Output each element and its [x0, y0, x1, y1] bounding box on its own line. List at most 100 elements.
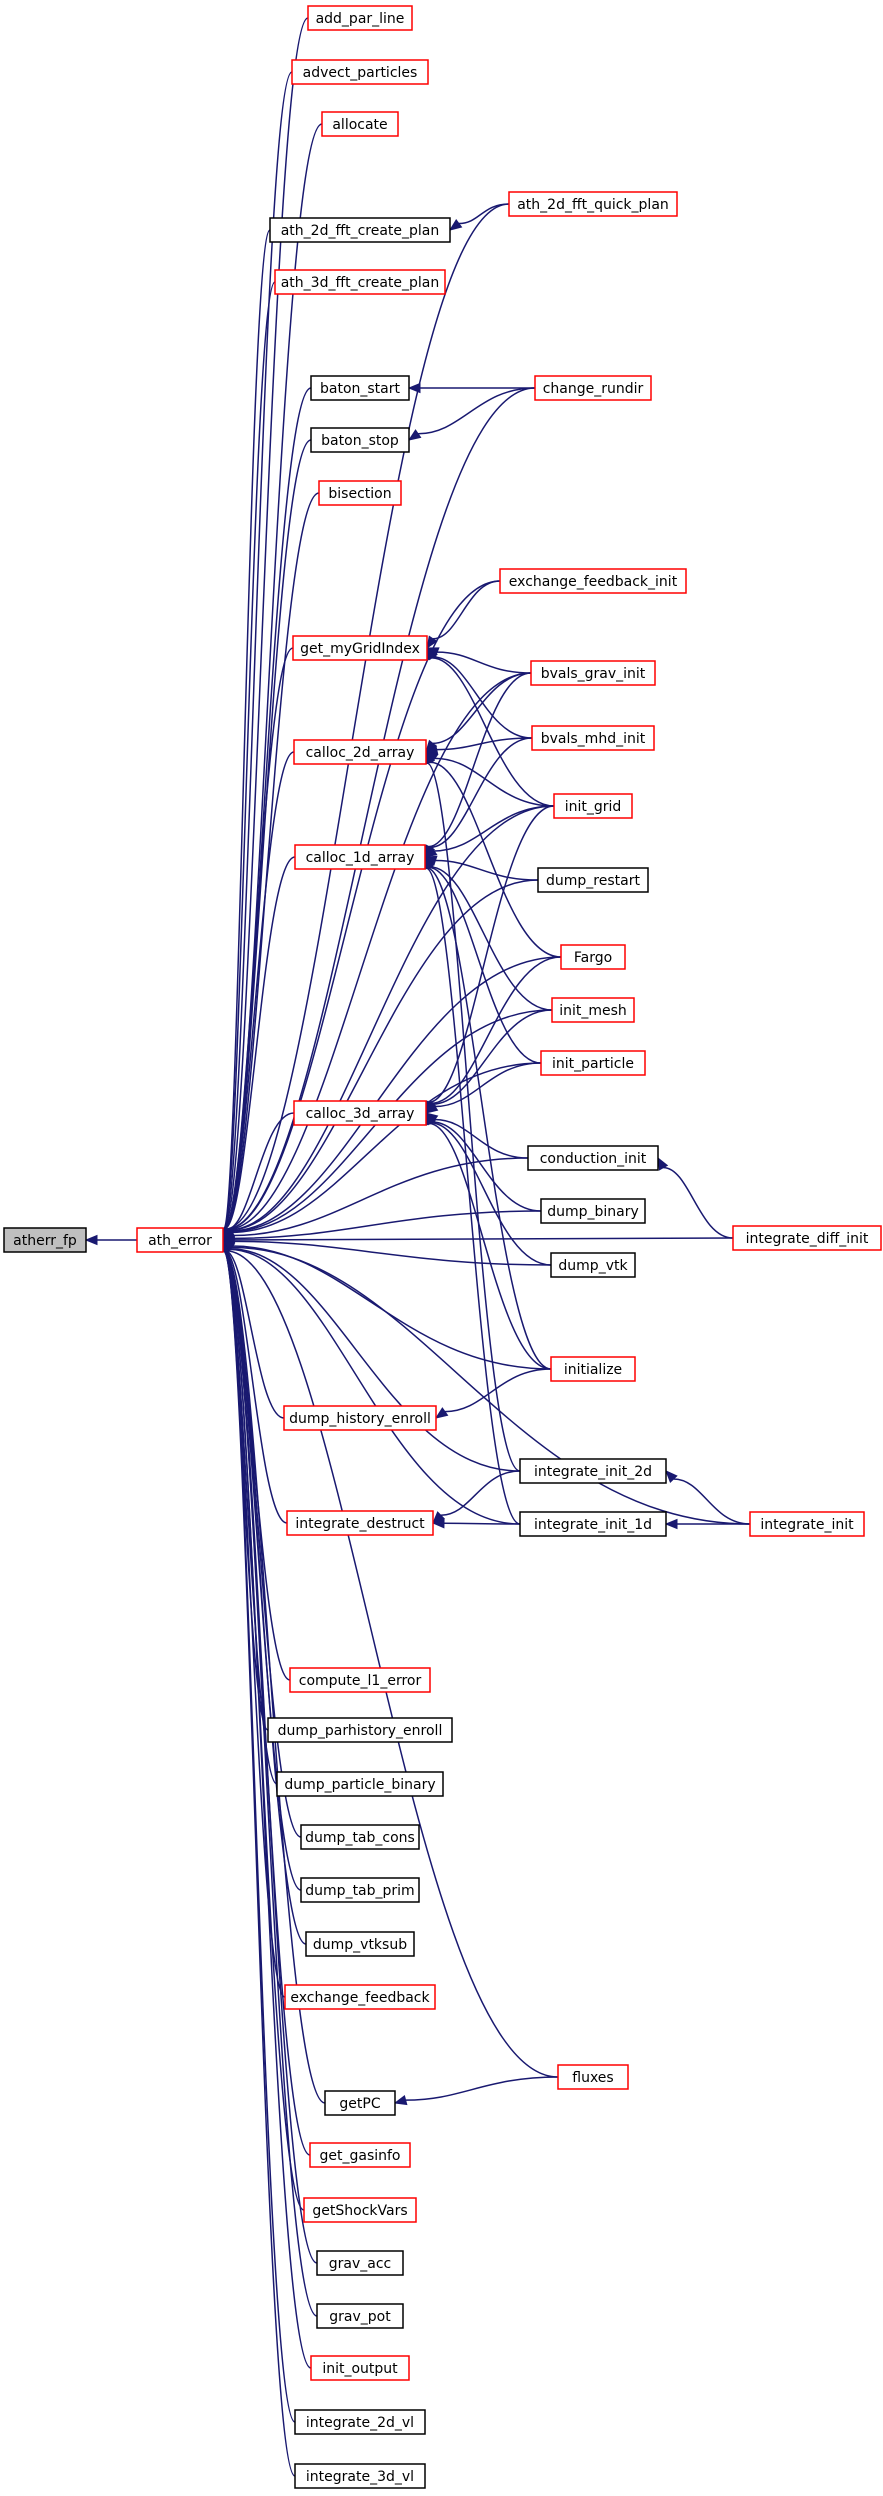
edge-line	[233, 1237, 734, 1241]
edge-line	[223, 856, 296, 1230]
node-dump-particle-binary[interactable]: dump_particle_binary	[276, 1771, 444, 1797]
node-initialize[interactable]: initialize	[550, 1356, 636, 1382]
node-integrate-diff-init[interactable]: integrate_diff_init	[732, 1225, 882, 1251]
node-change-rundir[interactable]: change_rundir	[534, 375, 652, 401]
node-bvals-grav-init[interactable]: bvals_grav_init	[530, 660, 656, 686]
node-dump-restart[interactable]: dump_restart	[537, 867, 649, 893]
node-getpc[interactable]: getPC	[324, 2090, 396, 2116]
node-label: exchange_feedback_init	[509, 574, 678, 590]
edge-line	[426, 867, 552, 1370]
edge-line	[405, 2076, 559, 2101]
node-grav-acc[interactable]: grav_acc	[316, 2250, 404, 2276]
node-integrate-destruct[interactable]: integrate_destruct	[286, 1510, 434, 1536]
node-label: dump_tab_prim	[305, 1883, 414, 1899]
node-label: dump_binary	[547, 1204, 639, 1220]
edge-line	[229, 1247, 521, 1472]
edge-initialize-to-calloc-3d-array	[424, 1111, 552, 1370]
node-getshockvars[interactable]: getShockVars	[303, 2197, 417, 2223]
node-label: change_rundir	[543, 381, 644, 397]
node-dump-history-enroll[interactable]: dump_history_enroll	[283, 1405, 437, 1431]
node-dump-tab-cons[interactable]: dump_tab_cons	[300, 1824, 420, 1850]
node-calloc-1d-array[interactable]: calloc_1d_array	[294, 844, 426, 870]
node-label: getPC	[339, 2096, 380, 2112]
edge-line	[233, 1210, 542, 1240]
node-ath-error[interactable]: ath_error	[136, 1227, 224, 1253]
node-integrate-init-1d[interactable]: integrate_init_1d	[519, 1511, 667, 1537]
node-ath-2d-fft-create-plan[interactable]: ath_2d_fft_create_plan	[269, 217, 451, 243]
node-get-gasinfo[interactable]: get_gasinfo	[309, 2142, 411, 2168]
node-baton-start[interactable]: baton_start	[310, 375, 410, 401]
node-box	[291, 59, 429, 85]
edge-line	[222, 281, 276, 1230]
node-box	[293, 739, 427, 765]
node-atherr-fp: atherr_fp	[3, 1227, 87, 1253]
node-ath-3d-fft-create-plan[interactable]: ath_3d_fft_create_plan	[274, 269, 446, 295]
node-dump-binary[interactable]: dump_binary	[540, 1198, 646, 1224]
node-bisection[interactable]: bisection	[318, 480, 402, 506]
node-calloc-3d-array[interactable]: calloc_3d_array	[293, 1100, 427, 1126]
edge-integrate-init-2d-to-ath-error	[222, 1238, 521, 1472]
node-init-mesh[interactable]: init_mesh	[551, 997, 635, 1023]
edge-integrate-init-to-integrate-init-2d	[665, 1470, 751, 1525]
node-advect-particles[interactable]: advect_particles	[291, 59, 429, 85]
node-fargo[interactable]: Fargo	[560, 944, 626, 970]
node-box	[540, 1050, 646, 1076]
node-box	[560, 944, 626, 970]
node-integrate-init[interactable]: integrate_init	[749, 1511, 865, 1537]
node-label: exchange_feedback	[290, 1990, 430, 2006]
node-label: calloc_2d_array	[306, 745, 415, 761]
node-label: bvals_grav_init	[541, 666, 646, 682]
edge-line	[429, 866, 553, 1011]
node-init-output[interactable]: init_output	[310, 2355, 410, 2381]
node-integrate-3d-vl[interactable]: integrate_3d_vl	[294, 2463, 426, 2489]
node-dump-vtksub[interactable]: dump_vtksub	[305, 1931, 415, 1957]
node-add-par-line[interactable]: add_par_line	[307, 5, 413, 31]
node-fluxes[interactable]: fluxes	[557, 2064, 629, 2090]
edge-line	[428, 866, 542, 1064]
node-exchange-feedback[interactable]: exchange_feedback	[284, 1984, 436, 2010]
node-label: calloc_3d_array	[306, 1106, 415, 1122]
node-box	[550, 1356, 636, 1382]
node-box	[527, 1145, 659, 1171]
node-label: fluxes	[572, 2070, 613, 2086]
edge-exchange-feedback-init-to-get-mygridindex	[426, 580, 501, 650]
node-allocate[interactable]: allocate	[321, 111, 399, 137]
edge-conduction-init-to-calloc-3d-array	[424, 1112, 529, 1159]
node-label: init_particle	[552, 1056, 634, 1072]
node-box	[531, 725, 655, 751]
node-init-grid[interactable]: init_grid	[553, 793, 633, 819]
node-grav-pot[interactable]: grav_pot	[316, 2303, 404, 2329]
node-dump-tab-prim[interactable]: dump_tab_prim	[300, 1877, 420, 1903]
node-label: dump_vtksub	[313, 1937, 407, 1953]
edge-init-particle-to-calloc-3d-array	[424, 1062, 542, 1114]
node-dump-parhistory-enroll[interactable]: dump_parhistory_enroll	[267, 1717, 453, 1743]
node-box	[300, 1877, 420, 1903]
node-get-mygridindex[interactable]: get_myGridIndex	[292, 635, 428, 661]
node-exchange-feedback-init[interactable]: exchange_feedback_init	[499, 568, 687, 594]
edge-integrate-init-to-integrate-init-1d	[664, 1518, 750, 1530]
node-conduction-init[interactable]: conduction_init	[527, 1145, 659, 1171]
node-integrate-init-2d[interactable]: integrate_init_2d	[519, 1458, 667, 1484]
node-box	[310, 427, 410, 453]
node-box	[316, 2303, 404, 2329]
node-label: baton_stop	[321, 433, 399, 449]
node-box	[284, 1984, 436, 2010]
node-baton-stop[interactable]: baton_stop	[310, 427, 410, 453]
node-ath-2d-fft-quick-plan[interactable]: ath_2d_fft_quick_plan	[508, 191, 678, 217]
node-dump-vtk[interactable]: dump_vtk	[550, 1252, 636, 1278]
node-bvals-mhd-init[interactable]: bvals_mhd_init	[531, 725, 655, 751]
edge-line	[226, 1112, 295, 1231]
node-compute-l1-error[interactable]: compute_l1_error	[289, 1667, 431, 1693]
node-label: integrate_init_1d	[534, 1517, 652, 1533]
node-integrate-2d-vl[interactable]: integrate_2d_vl	[294, 2409, 426, 2435]
node-box	[309, 2142, 411, 2168]
node-label: advect_particles	[303, 65, 418, 81]
node-init-particle[interactable]: init_particle	[540, 1050, 646, 1076]
node-box	[292, 635, 428, 661]
node-calloc-2d-array[interactable]: calloc_2d_array	[293, 739, 427, 765]
edge-line	[433, 656, 533, 739]
node-label: dump_particle_binary	[284, 1777, 435, 1793]
arrowhead	[424, 1102, 439, 1114]
node-box	[289, 1667, 431, 1693]
